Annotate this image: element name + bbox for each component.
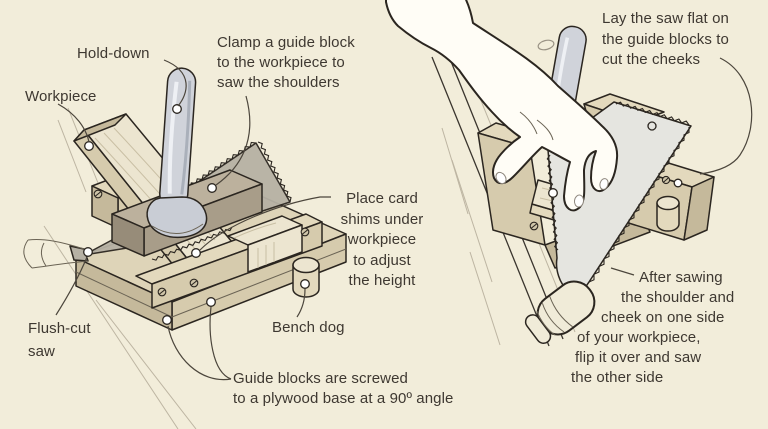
- screw: [300, 227, 310, 237]
- label-text: the height: [348, 272, 416, 289]
- label-text: the guide blocks to: [602, 30, 729, 48]
- label-text: flip it over and saw: [575, 349, 702, 366]
- label-text: saw the shoulders: [217, 74, 340, 91]
- fingernail: [599, 178, 609, 190]
- label-text: workpiece: [347, 231, 417, 248]
- label-text: Flush-cut: [28, 320, 91, 337]
- label-text: cut the cheeks: [602, 51, 701, 68]
- leader-line: [57, 103, 90, 143]
- screw: [529, 221, 539, 231]
- leader-line: [215, 95, 251, 186]
- screw: [189, 278, 199, 288]
- callout-dot: [84, 141, 94, 151]
- leader-line: [610, 267, 635, 276]
- label-text: the shoulder and: [621, 289, 735, 306]
- leader-line: [296, 288, 306, 318]
- callout-dot: [162, 315, 172, 325]
- callout-dot: [206, 297, 216, 307]
- label-text: the other side: [571, 369, 664, 386]
- tenon-end: [227, 215, 303, 273]
- label-place-note: Place card shims under workpiece to adju…: [311, 189, 453, 292]
- leader-line: [699, 57, 753, 175]
- label-workpiece: Workpiece: [25, 87, 96, 107]
- saw-handle: [524, 280, 596, 345]
- leader-line: [209, 306, 232, 380]
- leader-line: [199, 196, 331, 251]
- saw-hole: [647, 121, 657, 131]
- leader-lines-right: [610, 57, 753, 276]
- hold-down-clamp: [146, 67, 208, 239]
- bench-hole: [537, 39, 555, 51]
- callout-dot: [191, 248, 201, 258]
- label-flush-cut-saw: Flush-cut saw: [28, 317, 91, 363]
- label-text: Place card: [346, 190, 418, 207]
- screw: [661, 175, 671, 185]
- leader-line: [167, 325, 232, 381]
- label-text: saw: [28, 343, 55, 360]
- label-hold-down: Hold-down: [77, 44, 150, 64]
- label-text: After sawing: [639, 269, 723, 286]
- left-illustration: [23, 59, 347, 429]
- label-text: to adjust: [353, 251, 411, 269]
- label-text: Lay the saw flat on: [602, 10, 729, 27]
- label-text: Workpiece: [25, 88, 97, 105]
- bench-dog: [656, 195, 680, 232]
- right-illustration: [385, 0, 753, 347]
- flush-cut-saw-handle: [23, 239, 89, 269]
- label-text: Guide blocks are screwed: [233, 370, 408, 387]
- callout-dot: [172, 104, 182, 114]
- label-text: to a plywood base at a 90º angle: [233, 390, 454, 407]
- label-guide-note: Guide blocks are screwed to a plywood ba…: [233, 369, 454, 409]
- label-text: Hold-down: [77, 45, 150, 62]
- leader-line: [163, 59, 187, 107]
- label-text: of your workpiece,: [577, 329, 701, 346]
- callout-dot: [207, 183, 217, 193]
- saw-teeth-resting: [151, 226, 233, 261]
- label-text: Clamp a guide block: [217, 34, 355, 51]
- hand: [385, 0, 619, 212]
- label-lay-note: Lay the saw flat on the guide blocks to …: [602, 9, 729, 71]
- callout-dot: [548, 188, 558, 198]
- callout-dot: [673, 178, 683, 188]
- label-text: Bench dog: [272, 319, 345, 336]
- screw: [157, 287, 167, 297]
- callout-dots-left: [83, 104, 310, 325]
- callout-dot: [300, 279, 310, 289]
- label-bench-dog: Bench dog: [272, 318, 345, 338]
- leader-line: [55, 256, 88, 316]
- label-text: cheek on one side: [601, 309, 725, 326]
- callout-dot: [83, 247, 93, 257]
- screws-left: [93, 189, 310, 297]
- fingernail: [495, 171, 507, 185]
- screw: [93, 189, 103, 199]
- label-clamp-note: Clamp a guide block to the workpiece to …: [217, 33, 355, 93]
- fingernail: [573, 194, 585, 208]
- label-text: shims under: [340, 210, 424, 228]
- leader-lines-left: [55, 59, 331, 381]
- label-text: to the workpiece to: [217, 54, 345, 71]
